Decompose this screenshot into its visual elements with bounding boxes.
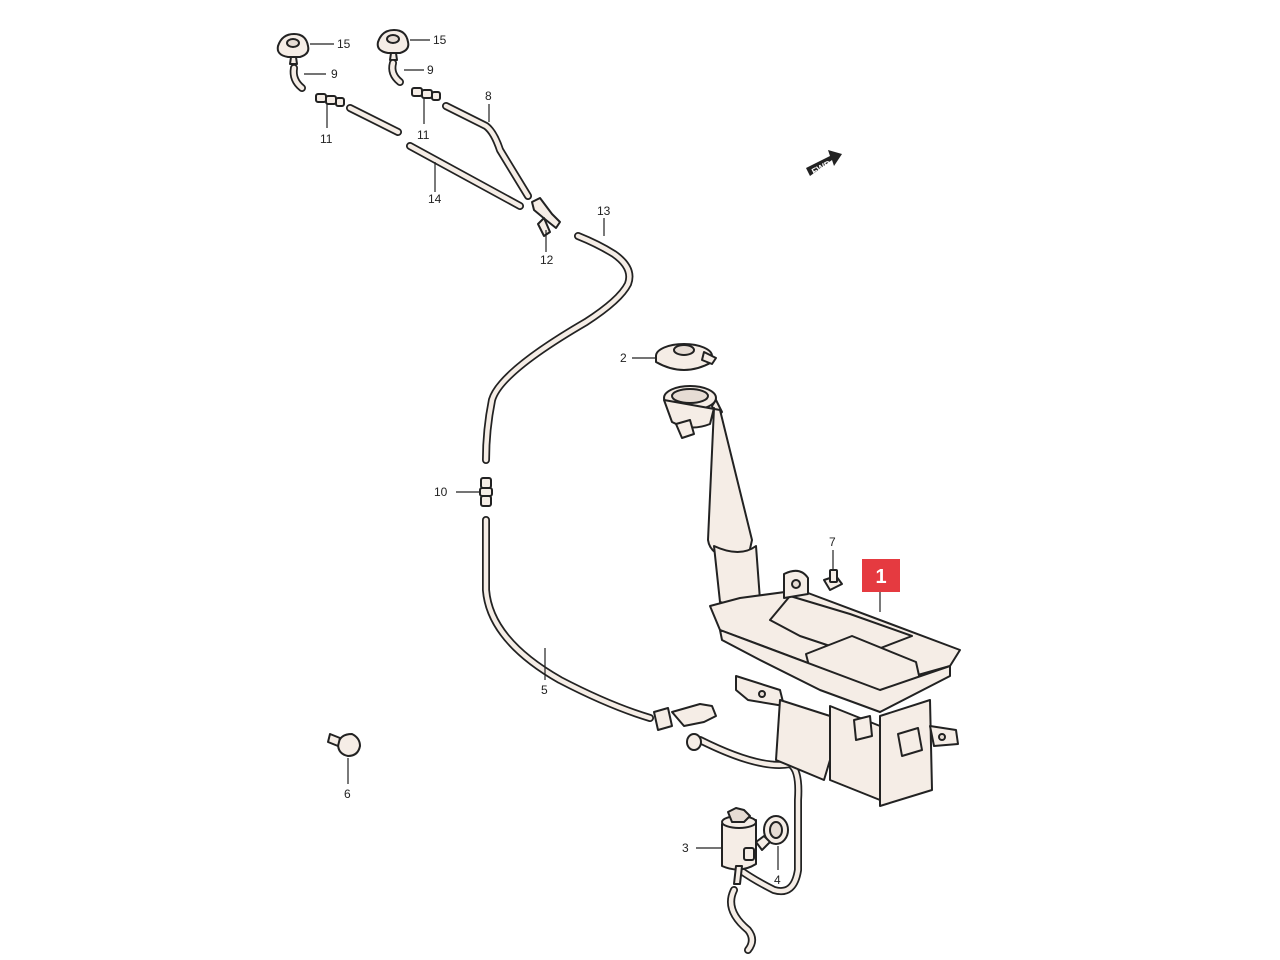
forward-arrow-icon: FWD bbox=[806, 150, 842, 177]
washer-nozzle-right bbox=[376, 29, 410, 61]
connector-left bbox=[315, 93, 345, 107]
hose-14 bbox=[346, 104, 524, 210]
highlight-box bbox=[862, 559, 900, 592]
callout-7: 7 bbox=[829, 535, 836, 549]
highlighted-callout-1: 1 bbox=[862, 559, 900, 592]
callout-8: 8 bbox=[485, 89, 492, 103]
callout-9-left: 9 bbox=[331, 67, 338, 81]
washer-pump bbox=[721, 807, 757, 885]
connector-10 bbox=[479, 477, 493, 507]
hose-13 bbox=[482, 232, 634, 464]
callout-10: 10 bbox=[434, 485, 448, 499]
callout-15-right: 15 bbox=[433, 33, 447, 47]
callout-9-right: 9 bbox=[427, 63, 434, 77]
callout-15-left: 15 bbox=[337, 37, 351, 51]
callout-11-right: 11 bbox=[417, 128, 430, 142]
clip-6 bbox=[327, 733, 361, 757]
callout-11-left: 11 bbox=[320, 132, 333, 146]
callout-5: 5 bbox=[541, 683, 548, 697]
connector-right bbox=[411, 87, 441, 101]
callout-labels: 15 15 9 9 11 11 8 14 12 13 2 10 5 7 6 3 … bbox=[320, 33, 836, 887]
washer-nozzle-left bbox=[276, 33, 310, 65]
y-connector-12 bbox=[531, 197, 561, 237]
leader-lines bbox=[304, 39, 881, 870]
hose-5 bbox=[482, 516, 803, 895]
pump-grommet bbox=[755, 815, 789, 851]
elbow-hose-left bbox=[289, 64, 306, 92]
callout-6: 6 bbox=[344, 787, 351, 801]
callout-13: 13 bbox=[597, 204, 611, 218]
bolt-7 bbox=[823, 569, 843, 591]
callout-3: 3 bbox=[682, 841, 689, 855]
elbow-hose-right bbox=[388, 59, 404, 86]
reservoir-cap bbox=[655, 343, 717, 371]
callout-2: 2 bbox=[620, 351, 627, 365]
callout-4: 4 bbox=[774, 873, 781, 887]
hose-clip bbox=[653, 703, 717, 751]
callout-1: 1 bbox=[875, 566, 886, 588]
hose-8 bbox=[442, 102, 532, 200]
washer-reservoir-tank bbox=[709, 569, 961, 807]
pump-lower-hose bbox=[727, 886, 756, 954]
callout-12: 12 bbox=[540, 253, 554, 267]
filler-neck bbox=[663, 385, 761, 607]
callout-14: 14 bbox=[428, 192, 442, 206]
